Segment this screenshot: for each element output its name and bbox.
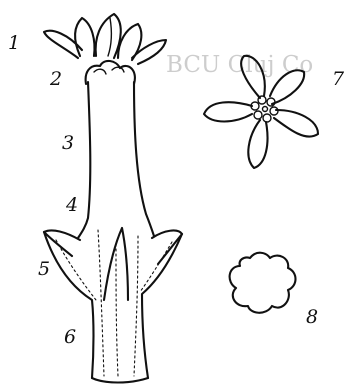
- petal-bottom: [248, 120, 267, 168]
- label-1: 1: [8, 34, 20, 53]
- petal-right: [270, 70, 304, 104]
- petal-top: [241, 56, 265, 98]
- label-7: 7: [332, 70, 344, 89]
- label-3: 3: [62, 134, 74, 153]
- lobe-left: [75, 18, 95, 56]
- cross-section-outline: [230, 253, 296, 313]
- label-2: 2: [50, 70, 62, 89]
- calyx: [44, 228, 182, 383]
- label-6: 6: [64, 328, 76, 347]
- corolla-throat: [86, 61, 135, 84]
- anther-left: [94, 69, 106, 74]
- flower-top-view: [204, 56, 318, 168]
- corolla-tube-left: [78, 82, 90, 238]
- petal-left: [204, 102, 252, 121]
- vein-2: [98, 230, 104, 376]
- corolla-lobes: [44, 14, 166, 64]
- anther-right: [112, 67, 124, 72]
- petal-lower-right: [274, 110, 318, 137]
- lobe-right-outer: [132, 40, 166, 64]
- corolla-tube-right: [134, 82, 154, 236]
- vein-5: [140, 242, 172, 292]
- vein-3: [116, 244, 118, 376]
- lobe-center: [96, 14, 121, 58]
- label-5: 5: [38, 260, 50, 279]
- sepal-right-edge: [142, 234, 182, 378]
- label-8: 8: [306, 308, 318, 327]
- sepal-tip-left: [44, 230, 80, 256]
- lobe-midrib: [108, 18, 111, 56]
- vein-4: [134, 236, 138, 376]
- sepal-tip-right: [152, 231, 182, 264]
- calyx-base: [92, 378, 148, 383]
- label-4: 4: [66, 196, 78, 215]
